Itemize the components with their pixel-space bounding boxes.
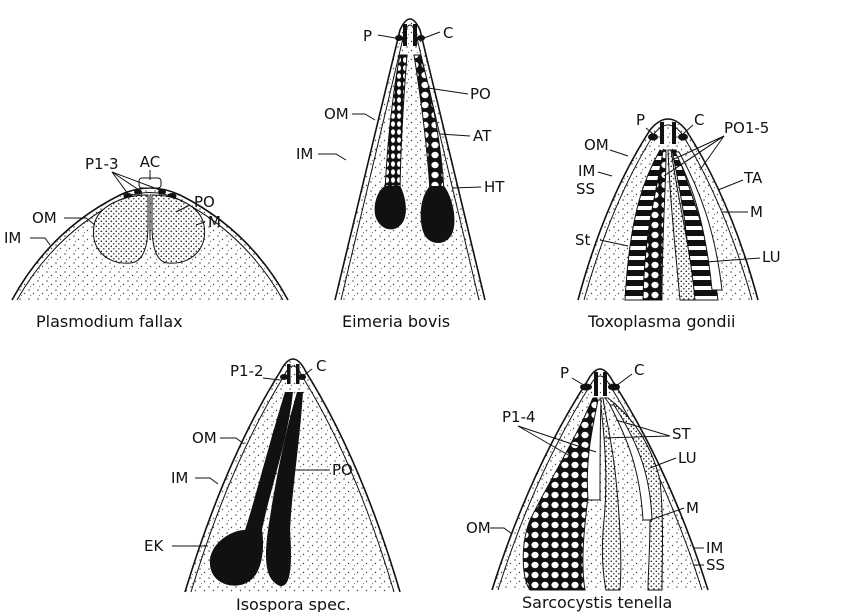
polar-ring — [395, 35, 403, 41]
label-m: M — [208, 213, 221, 231]
conoid — [413, 24, 417, 46]
label-c: C — [634, 361, 644, 379]
label-p: P — [363, 27, 372, 45]
label-ss: SS — [706, 556, 725, 574]
caption-toxoplasma: Toxoplasma gondii — [587, 312, 735, 331]
label-om: OM — [324, 105, 349, 123]
label-po1-5: PO1-5 — [724, 119, 769, 137]
label-c: C — [443, 24, 453, 42]
label-c: C — [694, 111, 704, 129]
polar-ring — [417, 35, 425, 41]
label-im: IM — [4, 229, 21, 247]
label-ac: AC — [140, 153, 160, 171]
panel-toxoplasma: P C PO1-5 OM IM SS TA M St LU Toxoplasma… — [575, 111, 781, 331]
label-st: St — [575, 231, 591, 249]
polar-ring — [648, 134, 658, 141]
label-om: OM — [192, 429, 217, 447]
cell-body — [335, 19, 485, 300]
conoid — [603, 372, 607, 396]
polar-ring — [280, 374, 288, 380]
label-ta: TA — [743, 169, 763, 187]
label-im: IM — [578, 162, 595, 180]
conoid — [296, 364, 300, 384]
label-p: P — [560, 364, 569, 382]
caption-eimeria: Eimeria bovis — [342, 312, 450, 331]
panel-isospora: P1-2 C PO OM IM EK Isospora spec. — [144, 357, 400, 612]
label-ss: SS — [576, 180, 595, 198]
label-om: OM — [466, 519, 491, 537]
label-p1-4: P1-4 — [502, 408, 536, 426]
label-m: M — [750, 203, 763, 221]
label-om: OM — [584, 136, 609, 154]
caption-isospora: Isospora spec. — [236, 595, 351, 612]
label-lu: LU — [762, 248, 781, 266]
caption-plasmodium: Plasmodium fallax — [36, 312, 183, 331]
caption-sarcocystis: Sarcocystis tenella — [522, 593, 672, 612]
conoid — [594, 372, 598, 396]
polar-ring — [580, 384, 592, 391]
label-p1-3: P1-3 — [85, 155, 119, 173]
label-om: OM — [32, 209, 57, 227]
panel-eimeria: P C PO AT HT OM IM Eimeria bovis — [296, 19, 505, 331]
label-at: AT — [473, 127, 492, 145]
label-po: PO — [470, 85, 491, 103]
label-p: P — [636, 111, 645, 129]
label-st: ST — [672, 425, 692, 443]
label-c: C — [316, 357, 326, 375]
label-p1-2: P1-2 — [230, 362, 264, 380]
polar-ring — [134, 189, 142, 195]
polar-ring — [678, 134, 688, 141]
label-im: IM — [171, 469, 188, 487]
rhoptry-left-head — [375, 186, 406, 229]
conoid — [403, 24, 407, 46]
label-im: IM — [296, 145, 313, 163]
label-im: IM — [706, 539, 723, 557]
label-ht: HT — [484, 178, 505, 196]
label-lu: LU — [678, 449, 697, 467]
panel-sarcocystis: P C P1-4 ST LU OM M IM SS Sarcocystis te… — [466, 361, 725, 612]
label-ek: EK — [144, 537, 164, 555]
label-po: PO — [194, 193, 215, 211]
conoid — [287, 364, 291, 384]
conoid — [660, 122, 664, 144]
panel-plasmodium: AC P1-3 PO M OM IM Plasmodium fallax — [4, 153, 288, 331]
label-po: PO — [332, 461, 353, 479]
conoid — [672, 122, 676, 144]
label-m: M — [686, 499, 699, 517]
